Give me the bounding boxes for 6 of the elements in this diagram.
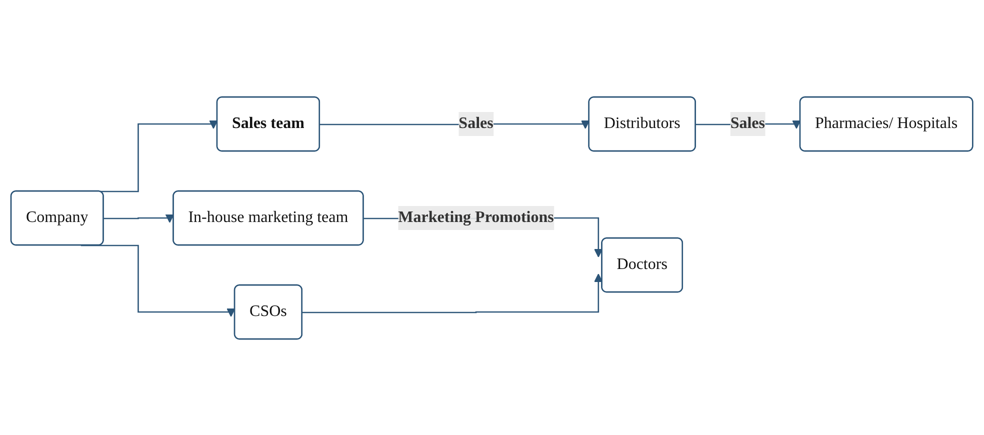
arrow (302, 273, 603, 313)
edge-label: Sales (730, 114, 766, 132)
edge-label: Marketing Promotions (398, 208, 554, 226)
edge-label: Sales (458, 114, 494, 132)
arrow (81, 244, 236, 316)
arrow (104, 214, 174, 222)
